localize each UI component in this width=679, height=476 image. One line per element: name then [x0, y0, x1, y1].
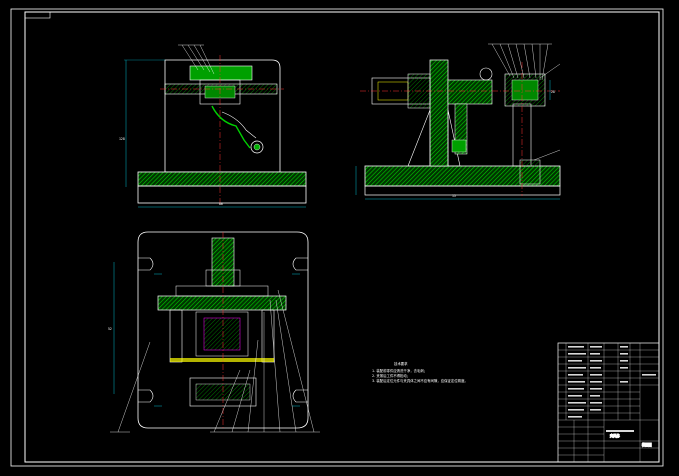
side-view-upright	[429, 59, 449, 167]
side-view-base-lower	[364, 185, 561, 196]
side-view-arm-pivot	[479, 67, 493, 81]
side-view-rib-right	[447, 109, 461, 167]
drawing-frame	[10, 8, 664, 467]
top-view-column-left	[169, 309, 183, 363]
slot-top-left	[138, 257, 154, 271]
front-view-base-plate	[137, 171, 307, 187]
parts-list-entries	[568, 346, 656, 432]
top-view-leaders	[110, 289, 320, 433]
side-view-right-insert	[511, 79, 539, 101]
front-view-pivot-outer	[250, 140, 264, 154]
title-block-part-name: 夹具体	[610, 433, 620, 438]
front-view-arm-curve	[211, 105, 251, 149]
side-view: 15 28	[355, 43, 561, 200]
slot-bottom-right	[292, 389, 308, 403]
parts-list-rows	[558, 349, 659, 456]
top-view-workpiece	[195, 311, 249, 357]
front-view-height-label: 128	[119, 137, 125, 141]
top-view-slots	[138, 257, 308, 403]
inner-border	[24, 11, 660, 463]
front-view-base-lower	[137, 185, 307, 204]
front-view-pivot-inner	[253, 143, 261, 151]
top-view-clamp-bar	[157, 295, 287, 311]
front-view-clamp-block	[189, 65, 253, 81]
outer-border	[10, 8, 664, 467]
side-view-width-label: 15	[452, 194, 456, 198]
slot-top-right	[292, 257, 308, 271]
frame-corner-box	[24, 11, 51, 19]
side-view-locator	[519, 159, 541, 185]
notes-line-3: 3. 装配后定位元件与夹具体之间不应有间隙，应保证定位精度。	[372, 378, 468, 383]
top-view-yellow-strip	[170, 358, 274, 362]
side-view-leaders	[488, 43, 561, 161]
technical-notes: 技术要求 1. 装配前零件应清洗干净，去毛刺； 2. 夹紧后工件不得松动； 3.…	[372, 361, 468, 383]
parts-list-columns	[565, 343, 641, 462]
top-view-base-outline	[137, 231, 309, 429]
side-view-link-end	[451, 139, 467, 153]
top-view-clamp-top	[175, 285, 269, 297]
side-view-right-column	[512, 103, 532, 167]
front-view-leaders	[178, 44, 215, 75]
title-block-drawing-type: 装配图	[642, 442, 652, 447]
side-view-small-label: 28	[551, 90, 555, 94]
front-view: 128 80	[119, 44, 307, 208]
side-view-rib-left	[407, 109, 431, 167]
top-view: 52	[108, 231, 320, 433]
top-view-slot-marks	[154, 273, 300, 407]
title-block: 夹具体 装配图	[557, 342, 660, 463]
side-view-right-head	[504, 73, 546, 107]
front-view-width-label: 80	[219, 202, 223, 206]
notes-title: 技术要求	[394, 361, 408, 366]
front-view-body	[164, 59, 281, 173]
notes-line-1: 1. 装配前零件应清洗干净，去毛刺；	[372, 368, 427, 373]
front-view-arm-outline	[221, 111, 257, 139]
notes-line-2: 2. 夹紧后工件不得松动；	[372, 373, 410, 378]
side-view-arm	[447, 79, 493, 105]
title-block-frame	[557, 342, 660, 463]
top-view-height-label: 52	[108, 327, 112, 331]
slot-bottom-left	[138, 389, 154, 403]
top-view-workpiece-inner	[203, 317, 241, 351]
